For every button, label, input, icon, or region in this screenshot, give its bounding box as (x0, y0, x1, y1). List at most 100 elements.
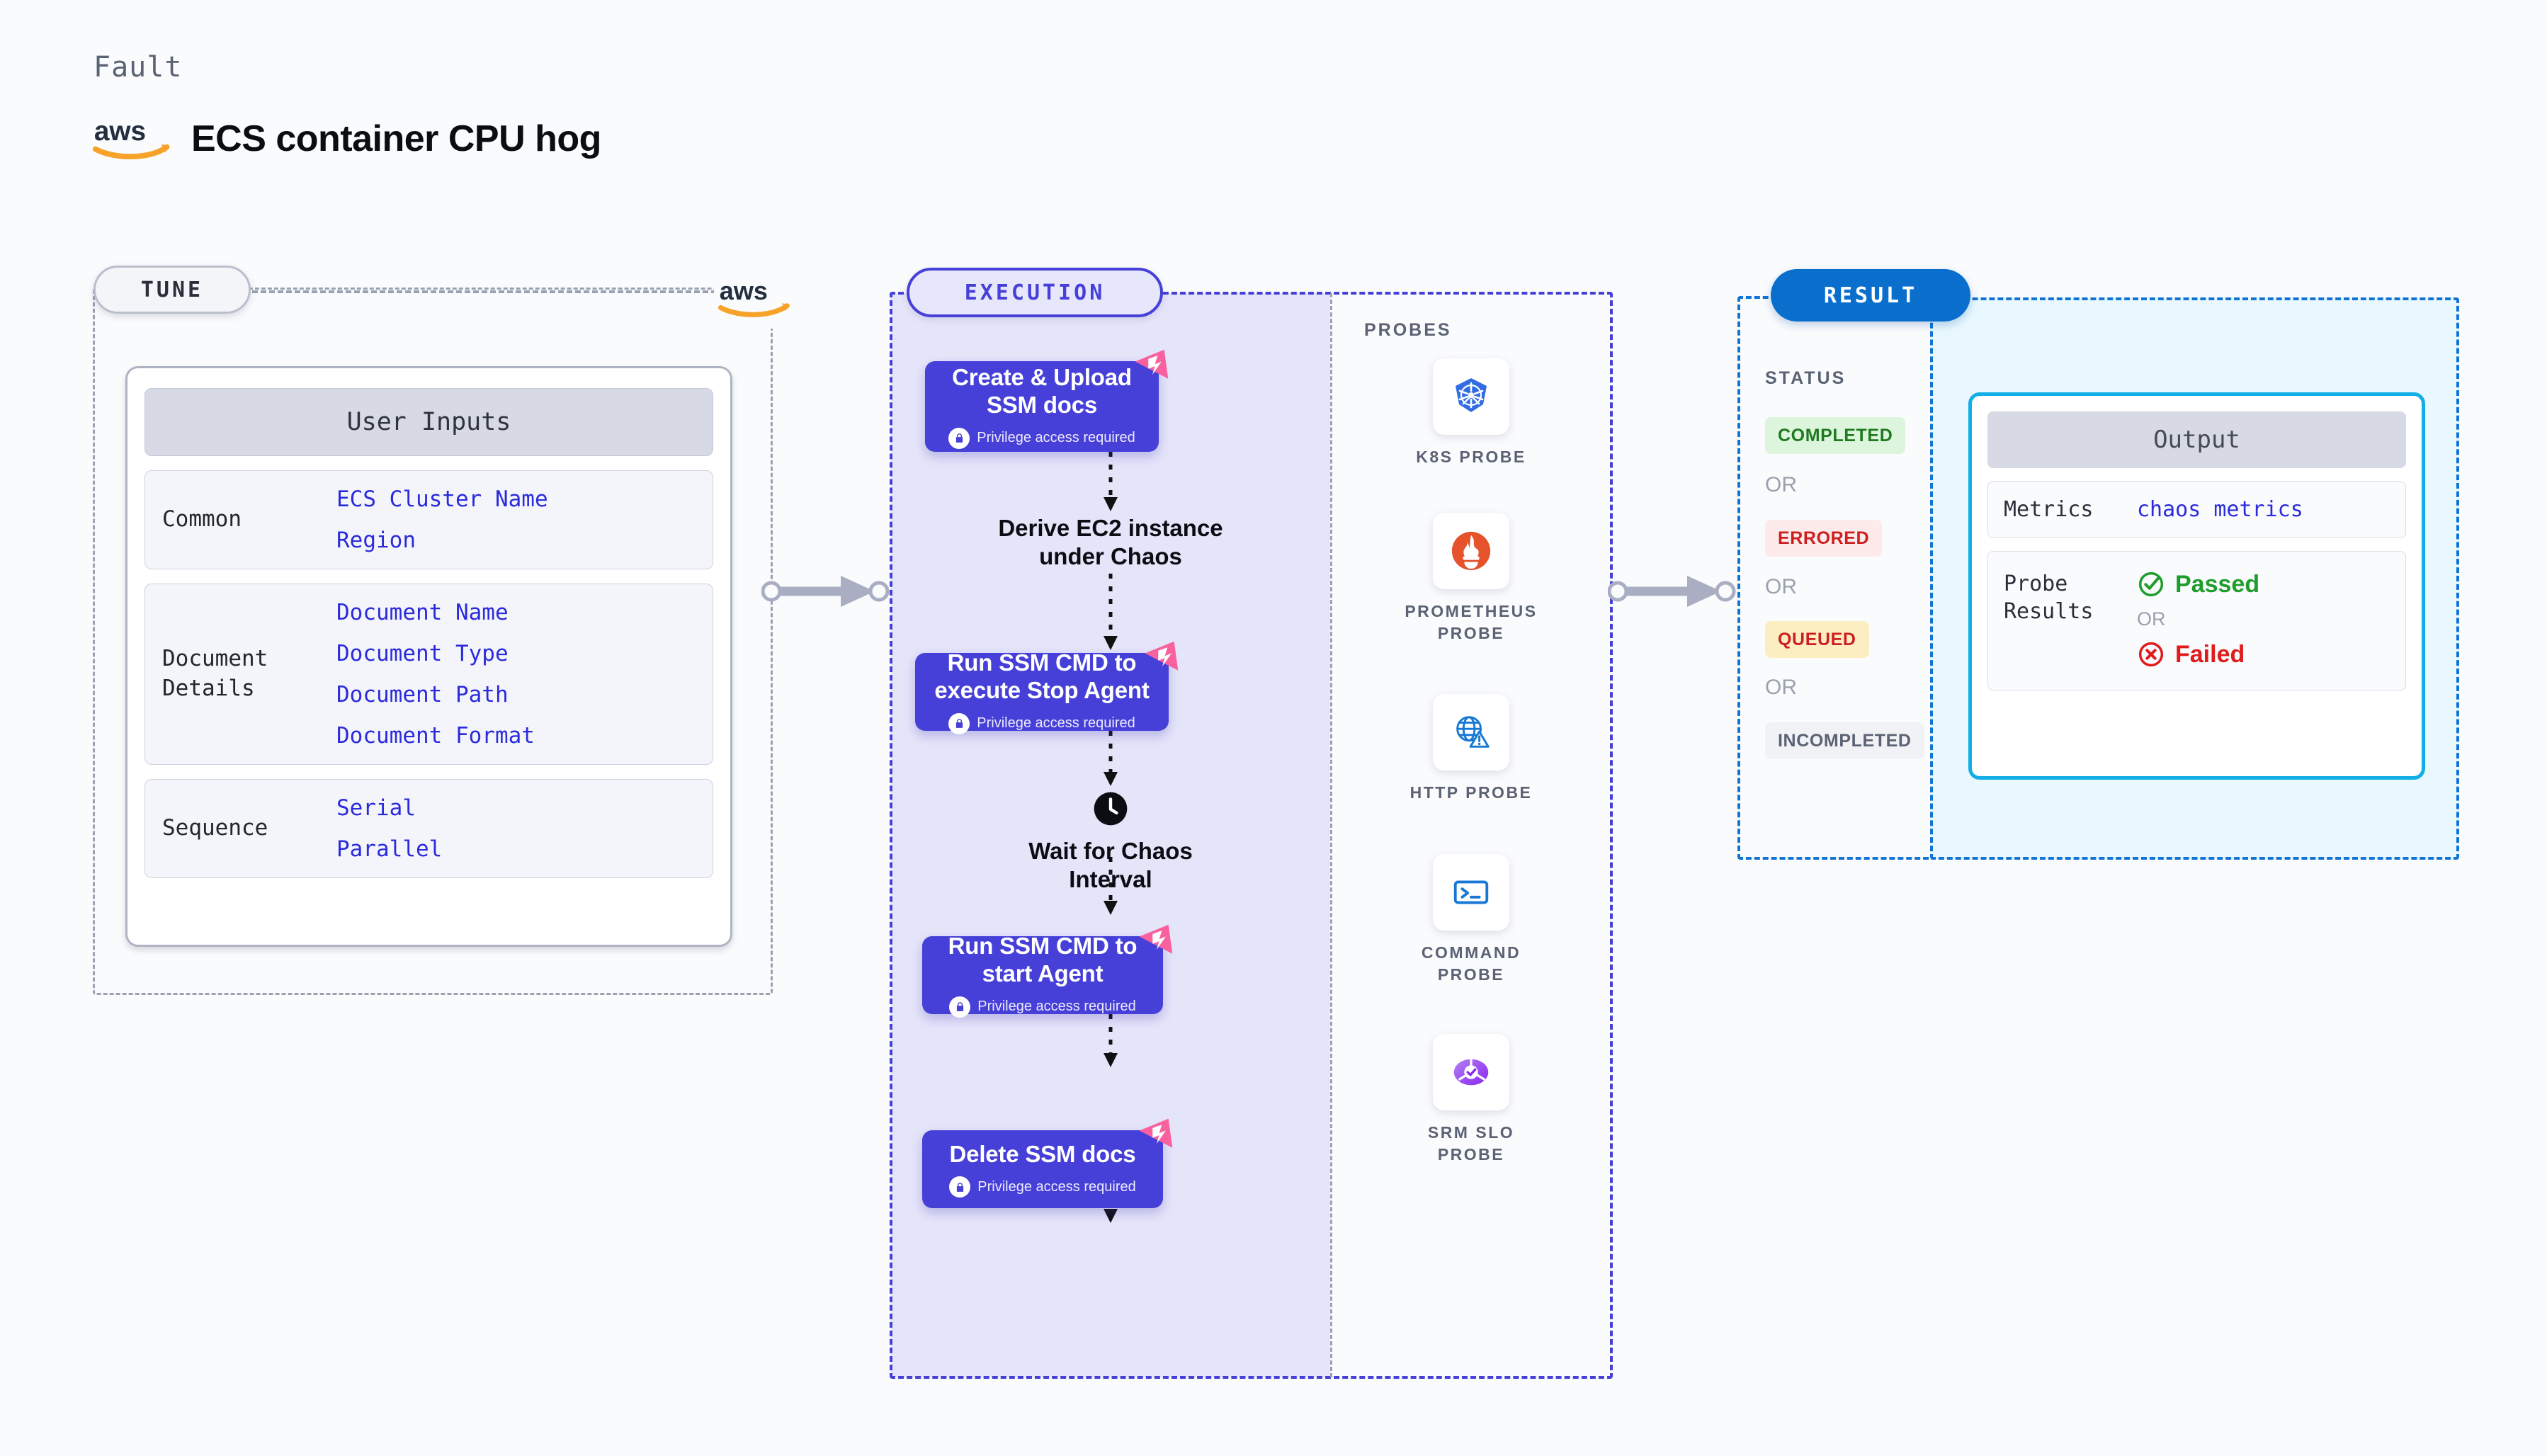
probe-result-passed: Passed (2137, 570, 2259, 598)
lock-icon (948, 427, 970, 449)
kubernetes-icon (1456, 378, 1487, 412)
input-group-common: Common ECS Cluster Name Region (144, 470, 713, 569)
or-separator: OR (1765, 473, 1797, 496)
fault-badge-icon (1139, 924, 1173, 954)
flow-step-title: Wait for Chaos Interval (1028, 838, 1193, 892)
output-title: Output (1987, 411, 2406, 468)
fault-badge-icon (1145, 641, 1179, 671)
lock-icon (949, 996, 971, 1018)
result-badge[interactable]: RESULT (1771, 269, 1970, 322)
input-group-label: Document Details (162, 646, 268, 701)
svg-text:aws: aws (94, 117, 146, 147)
x-circle-icon (2138, 642, 2164, 667)
or-separator: OR (2137, 608, 2166, 630)
probe-item-k8s[interactable]: K8S PROBE (1404, 358, 1538, 468)
tune-badge[interactable]: TUNE (93, 266, 251, 314)
aws-logo-icon: aws (92, 117, 170, 159)
output-row-metrics: Metrics chaos metrics (1987, 481, 2406, 538)
flow-connectors (1104, 452, 1118, 1223)
flow-step-title: Derive EC2 instance under Chaos (998, 515, 1223, 569)
user-inputs-card: User Inputs Common ECS Cluster Name Regi… (125, 366, 732, 947)
flow-step-wait-for-chaos-interval: Wait for Chaos Interval (905, 789, 1316, 893)
lock-icon (948, 712, 970, 734)
page-title: ECS container CPU hog (191, 118, 601, 159)
tune-provider-connector (252, 290, 717, 293)
input-group-label: Sequence (162, 815, 268, 841)
output-key-probe-results: Probe Results (2004, 571, 2094, 624)
input-field-document-format[interactable]: Document Format (336, 723, 535, 749)
probe-label: HTTP PROBE (1409, 783, 1533, 802)
probe-item-prometheus[interactable]: PROMETHEUS PROBE (1404, 513, 1538, 644)
http-globe-icon (1456, 716, 1490, 748)
privilege-note: Privilege access required (948, 427, 1135, 449)
probe-item-srm-slo[interactable]: SRM SLO PROBE (1404, 1034, 1538, 1166)
flow-step-derive-ec2-instance: Derive EC2 instance under Chaos (905, 514, 1316, 570)
flow-node-title: Run SSM CMD to execute Stop Agent (934, 649, 1150, 703)
probes-title: PROBES (1364, 320, 1452, 340)
flow-node-create-upload-ssm-docs[interactable]: Create & Upload SSM docs Privilege acces… (925, 349, 1169, 452)
input-field-document-type[interactable]: Document Type (336, 641, 509, 666)
output-card: Output Metrics chaos metrics Probe Resul… (1968, 392, 2425, 780)
privilege-note: Privilege access required (949, 996, 1136, 1018)
input-field-region[interactable]: Region (336, 528, 416, 553)
probe-result-failed-label: Failed (2175, 640, 2245, 668)
output-row-probe-results: Probe Results Passed OR Failed (1987, 551, 2406, 690)
probe-label: SRM SLO PROBE (1427, 1123, 1515, 1164)
probe-tile (1433, 358, 1509, 435)
execution-badge[interactable]: EXECUTION (907, 268, 1163, 317)
output-value-chaos-metrics[interactable]: chaos metrics (2137, 497, 2303, 522)
probe-tile (1433, 854, 1509, 931)
or-separator: OR (1765, 575, 1797, 598)
input-option-serial[interactable]: Serial (336, 795, 416, 821)
probe-result-passed-label: Passed (2175, 570, 2260, 598)
input-field-ecs-cluster-name[interactable]: ECS Cluster Name (336, 487, 548, 512)
input-option-parallel[interactable]: Parallel (336, 836, 443, 862)
status-badge-completed: COMPLETED (1765, 417, 1906, 454)
probe-item-command[interactable]: COMMAND PROBE (1404, 854, 1538, 986)
flow-node-delete-ssm-docs[interactable]: Delete SSM docs Privilege access require… (922, 1118, 1173, 1208)
privilege-note-text: Privilege access required (977, 1178, 1136, 1195)
probe-item-http[interactable]: HTTP PROBE (1404, 694, 1538, 804)
aws-logo-icon: aws (718, 278, 790, 317)
privilege-note: Privilege access required (949, 1176, 1136, 1198)
status-badge-queued: QUEUED (1765, 621, 1869, 658)
input-group-sequence: Sequence Serial Parallel (144, 779, 713, 878)
probes-background (1330, 293, 1611, 1377)
prometheus-icon (1451, 531, 1491, 571)
connector-tune-to-execution (761, 576, 890, 607)
page-title-row: aws ECS container CPU hog (92, 117, 601, 161)
tune-aws-logo: aws (714, 268, 799, 329)
probe-label: K8S PROBE (1416, 448, 1526, 466)
lock-icon (949, 1176, 971, 1198)
privilege-note-text: Privilege access required (977, 999, 1136, 1015)
terminal-icon (1453, 880, 1489, 904)
probe-label: PROMETHEUS PROBE (1405, 602, 1538, 643)
status-title: STATUS (1765, 368, 1847, 388)
privilege-note: Privilege access required (948, 712, 1135, 734)
privilege-note-text: Privilege access required (977, 715, 1135, 732)
clock-icon (1094, 792, 1128, 826)
or-separator: OR (1765, 676, 1797, 699)
probe-label: COMMAND PROBE (1421, 943, 1521, 984)
connector-execution-to-result (1608, 576, 1736, 607)
output-key-metrics: Metrics (2004, 497, 2094, 522)
input-field-document-name[interactable]: Document Name (336, 600, 509, 625)
result-panel (1737, 296, 1937, 860)
status-badge-errored: ERRORED (1765, 520, 1883, 557)
input-group-label: Common (162, 506, 242, 533)
status-badge-incompleted: INCOMPLETED (1765, 722, 1924, 759)
flow-node-run-ssm-cmd-stop-agent[interactable]: Run SSM CMD to execute Stop Agent Privil… (915, 641, 1179, 734)
probe-tile (1433, 1034, 1509, 1110)
privilege-note-text: Privilege access required (977, 430, 1135, 446)
input-field-document-path[interactable]: Document Path (336, 682, 509, 707)
user-inputs-title: User Inputs (144, 388, 713, 456)
flow-node-title: Create & Upload SSM docs (952, 364, 1132, 418)
probes-divider (1330, 293, 1332, 1377)
flow-node-title: Run SSM CMD to start Agent (948, 933, 1138, 986)
input-group-document-details: Document Details Document Name Document … (144, 584, 713, 765)
flow-node-run-ssm-cmd-start-agent[interactable]: Run SSM CMD to start Agent Privilege acc… (922, 924, 1173, 1018)
execution-flow: Create & Upload SSM docs Privilege acces… (891, 293, 1330, 1377)
flow-node-title: Delete SSM docs (949, 1140, 1136, 1167)
execution-panel (890, 292, 1613, 1379)
probes-column: PROBES K8S PROBE (1330, 293, 1611, 1377)
